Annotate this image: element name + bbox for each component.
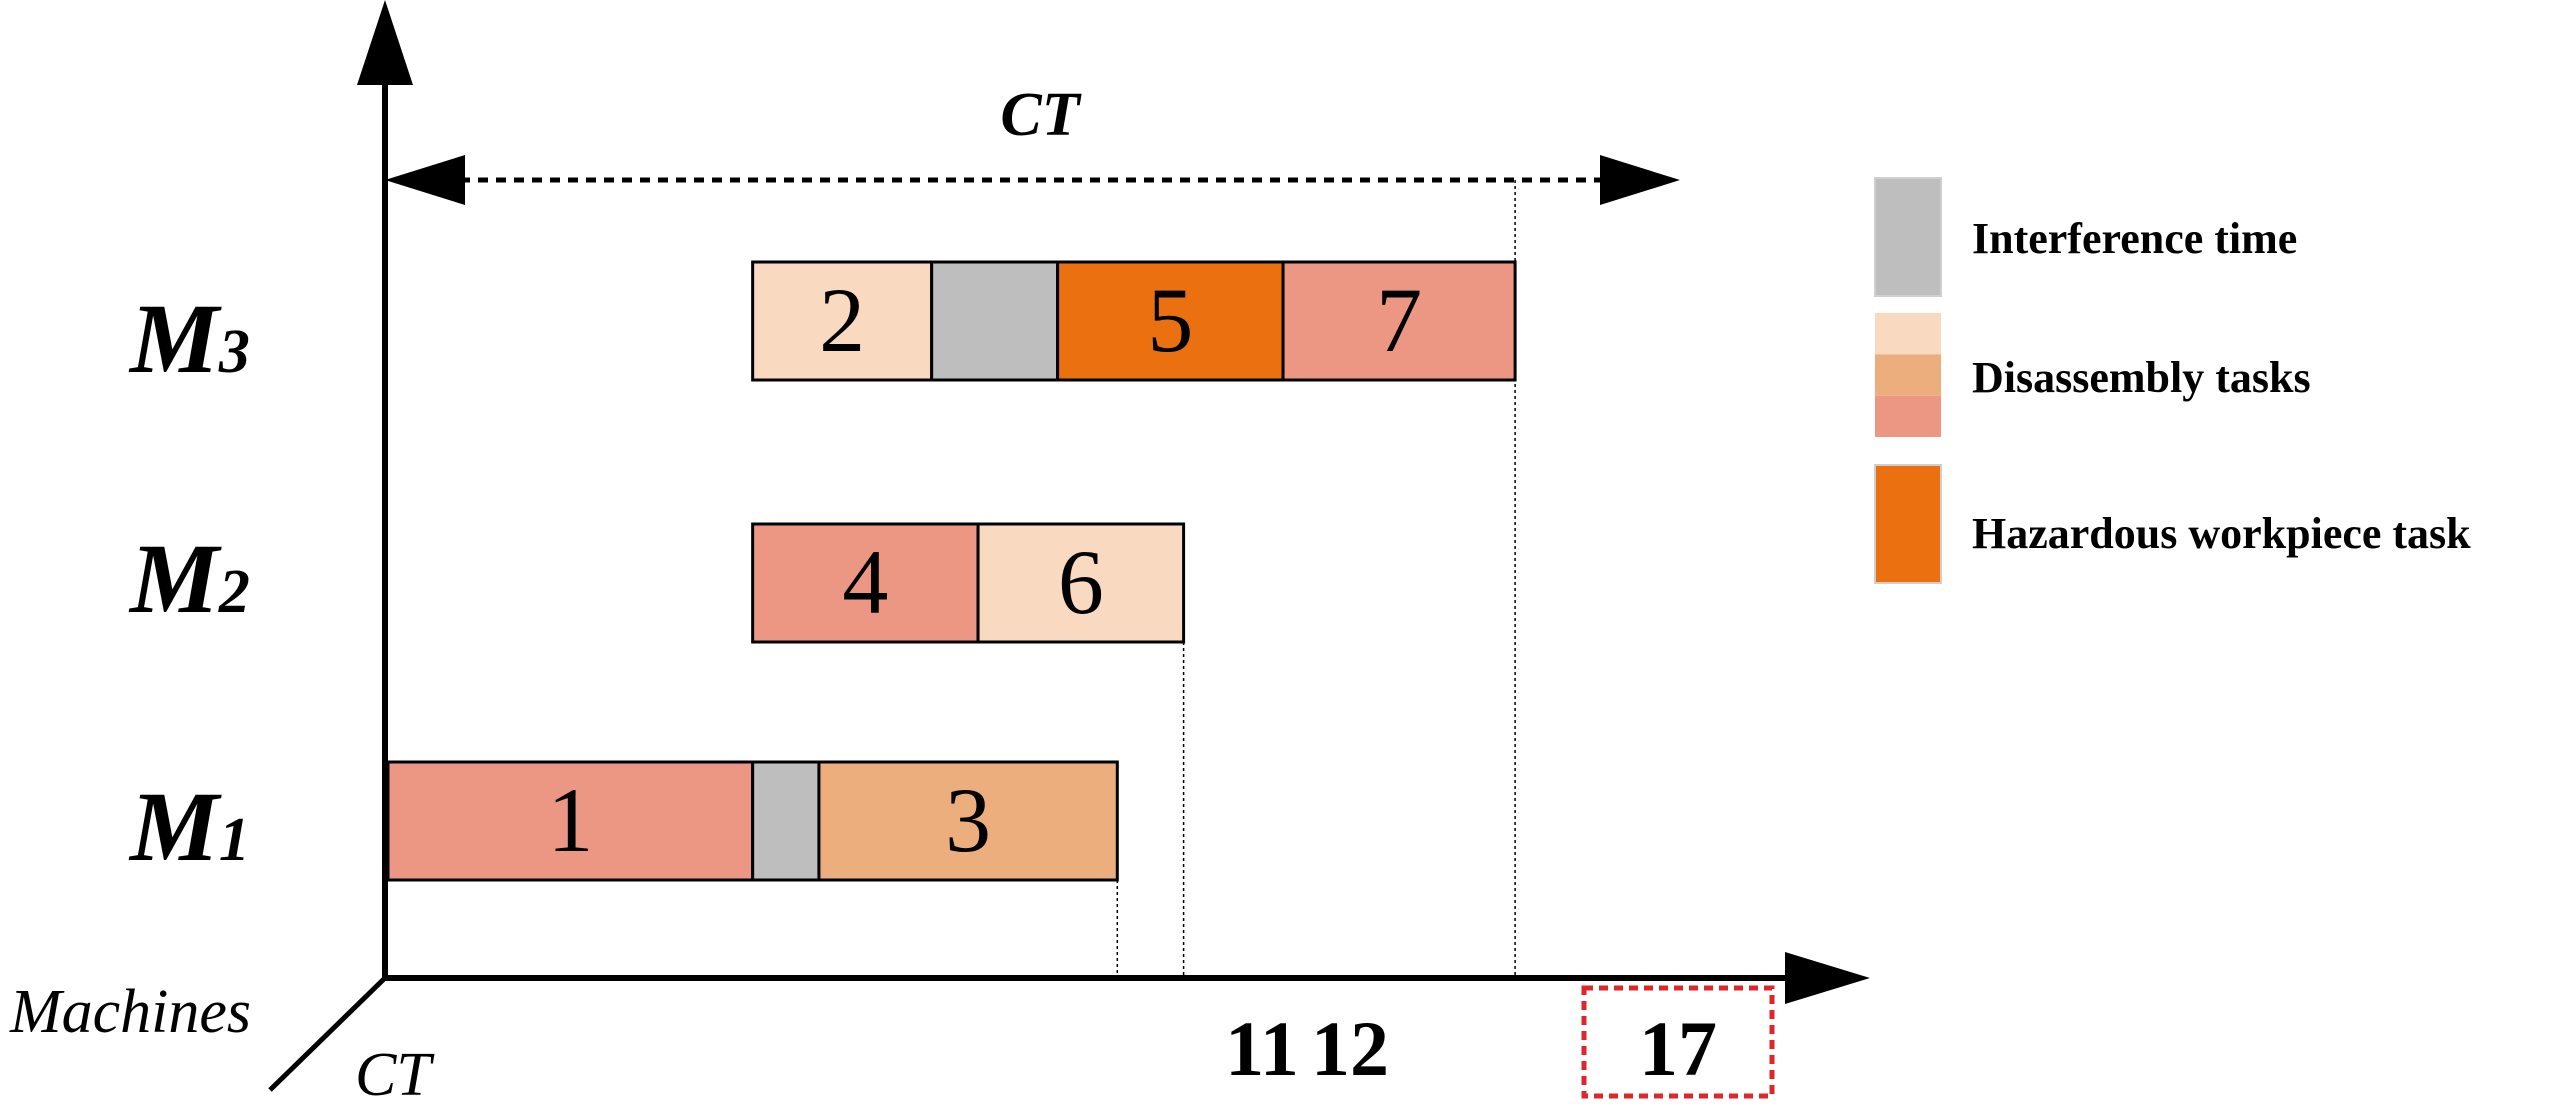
tick-guide-lines xyxy=(1116,180,1516,978)
interference-task-block xyxy=(930,260,1060,382)
machine-3-segment-5: 5 xyxy=(1056,260,1285,382)
machine-3-segment-interference xyxy=(930,260,1060,382)
task-number-label: 4 xyxy=(842,531,888,633)
task-number-label: 7 xyxy=(1376,269,1422,371)
machine-2-segment-4: 4 xyxy=(751,522,980,644)
machine-1-segment-1: 1 xyxy=(386,760,755,882)
machine-1-segment-3: 3 xyxy=(817,760,1119,882)
task-number-label: 1 xyxy=(547,769,593,871)
interference-task-block xyxy=(751,760,821,882)
ct-span-left-arrow-icon xyxy=(385,155,465,205)
axes xyxy=(268,0,1870,1092)
machine-label-m1: M1 xyxy=(128,771,250,882)
legend-swatch xyxy=(1874,464,1942,584)
machine-2-segment-6: 6 xyxy=(976,522,1186,644)
task-number-label: 2 xyxy=(819,269,865,371)
machine-3-segment-7: 7 xyxy=(1281,260,1517,382)
tick-label-11: 11 xyxy=(1225,1005,1299,1092)
legend-label: Disassembly tasks xyxy=(1972,353,2311,402)
disassembly-task-block xyxy=(817,760,1119,882)
tick-label-12: 12 xyxy=(1311,1005,1389,1092)
legend-swatch xyxy=(1875,354,1941,396)
legend-swatch xyxy=(1875,313,1941,355)
machine-label-m3: M3 xyxy=(128,283,250,394)
origin-ct-label: CT xyxy=(355,1041,435,1109)
legend-item-1: Disassembly tasks xyxy=(1875,313,2311,437)
legend-item-0: Interference time xyxy=(1874,177,2297,297)
legend-label: Hazardous workpiece task xyxy=(1972,509,2471,558)
legend-swatch xyxy=(1875,395,1941,437)
task-number-label: 3 xyxy=(945,769,991,871)
task-number-label: 6 xyxy=(1058,531,1104,633)
tick-label-17: 17 xyxy=(1639,1005,1717,1092)
machine-1-segment-interference xyxy=(751,760,821,882)
ct-span-indicator: CT xyxy=(385,81,1680,205)
task-number-label: 5 xyxy=(1147,269,1193,371)
time-axis-arrow-icon xyxy=(1785,952,1870,1004)
hazardous-task-block xyxy=(1056,260,1285,382)
depth-axis-line xyxy=(268,976,387,1092)
highlight-box-17 xyxy=(1581,985,1775,1099)
ct-span-right-arrow-icon xyxy=(1600,155,1680,205)
disassembly-task-block xyxy=(976,522,1186,644)
legend-swatch xyxy=(1874,177,1942,297)
gantt-bars: 2 5 7 4 6 1 3 xyxy=(386,260,1517,882)
legend-label: Interference time xyxy=(1972,214,2297,263)
disassembly-task-block xyxy=(751,260,934,382)
machine-axis-arrow-icon xyxy=(357,0,413,85)
machine-3-segment-2: 2 xyxy=(751,260,934,382)
legend-item-2: Hazardous workpiece task xyxy=(1874,464,2471,584)
ct-span-label: CT xyxy=(1000,81,1081,149)
machine-label-m2: M2 xyxy=(128,523,250,634)
machines-axis-label: Machines xyxy=(9,978,251,1046)
